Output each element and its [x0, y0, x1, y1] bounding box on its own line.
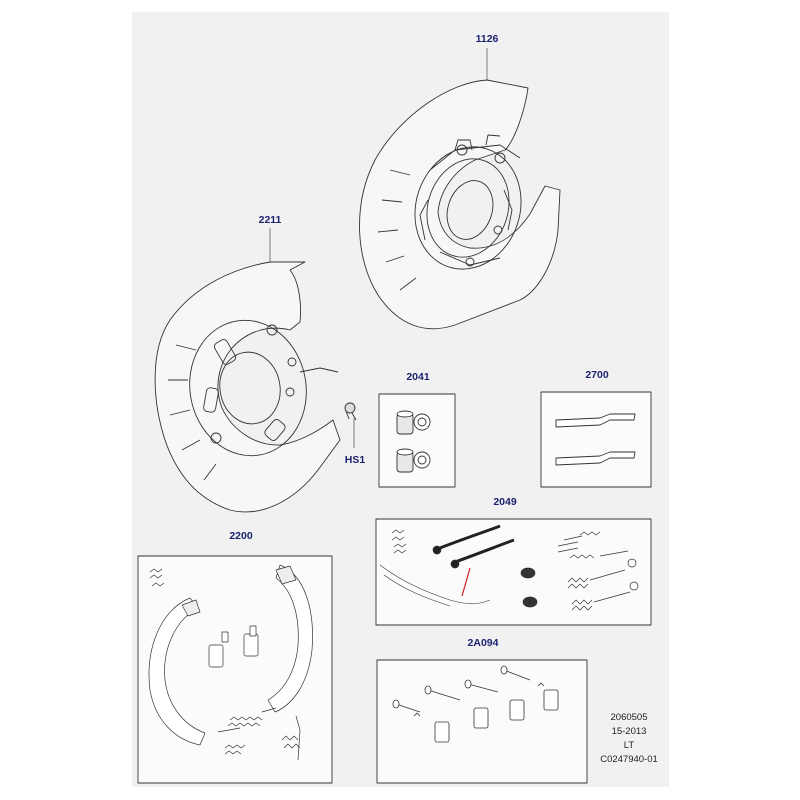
callout-hs1: HS1: [344, 454, 366, 466]
adjuster-1: [396, 410, 431, 435]
callout-1126: 1126: [475, 33, 499, 45]
adjuster-2: [396, 448, 431, 473]
kit-box-2200: [137, 555, 333, 784]
reference-line-1: 2060505: [610, 712, 648, 723]
leader-lines: [269, 48, 488, 262]
kit-box-2a094: [376, 659, 588, 784]
callout-2049: 2049: [493, 496, 517, 508]
bolt-hs1: [344, 402, 357, 448]
kit-box-2700: [540, 391, 652, 488]
callout-2700: 2700: [585, 369, 609, 381]
reference-line-2: 15-2013: [611, 726, 647, 737]
callout-2211: 2211: [258, 214, 282, 226]
kit-box-2041: [378, 393, 456, 488]
reference-line-3: LT: [623, 740, 635, 751]
kit-box-2049: [375, 518, 652, 626]
callout-2041: 2041: [406, 371, 430, 383]
callout-2200: 2200: [229, 530, 253, 542]
callout-2a094: 2A094: [467, 637, 499, 649]
backing-plate-assembly-1126: [359, 79, 561, 330]
reference-line-4: C0247940-01: [600, 754, 658, 765]
splash-shield-2211: [154, 261, 341, 513]
